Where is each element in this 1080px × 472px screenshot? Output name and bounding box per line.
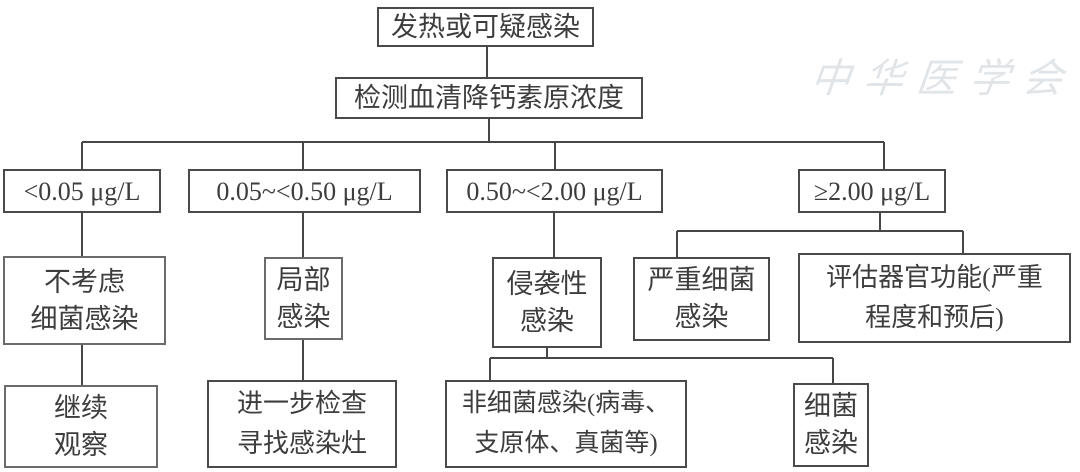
node-continue-observation: 继续 观察 [4, 385, 158, 468]
line-1: 严重细菌 [647, 265, 756, 295]
node-label: 检测血清降钙素原浓度 [354, 82, 624, 113]
node-bacterial-infection: 细菌 感染 [793, 383, 869, 467]
line-1: 进一步检查 [236, 389, 367, 418]
node-label: <0.05 μg/L [23, 176, 141, 206]
node-severe-bacterial-infection: 严重细菌 感染 [633, 257, 770, 341]
node-local-infection: 局部 感染 [264, 257, 343, 340]
line-1: 评估器官功能(严重 [826, 263, 1043, 292]
line-2: 感染 [520, 305, 574, 336]
line-1: 局部 [276, 264, 331, 295]
node-no-bacterial-infection: 不考虑 细菌感染 [3, 256, 166, 345]
node-label: ≥2.00 μg/L [813, 176, 931, 206]
line-1: 细菌 [804, 391, 858, 421]
node-label: 局部 感染 [277, 262, 331, 336]
node-invasive-infection: 侵袭性 感染 [492, 257, 602, 348]
line-2: 寻找感染灶 [236, 429, 367, 458]
node-fever-or-suspected-infection: 发热或可疑感染 [377, 7, 594, 47]
line-2: 支原体、真菌等) [474, 430, 658, 457]
line-2: 细菌感染 [30, 303, 139, 334]
node-label: 严重细菌 感染 [648, 262, 756, 336]
line-1: 不考虑 [44, 266, 125, 297]
line-2: 观察 [54, 429, 108, 460]
node-further-exam-find-focus: 进一步检查 寻找感染灶 [207, 380, 397, 468]
node-label: 0.05~<0.50 μg/L [216, 176, 393, 206]
line-1: 侵袭性 [506, 268, 588, 299]
node-label: 继续 观察 [54, 390, 108, 464]
line-2: 感染 [674, 302, 729, 332]
node-label: 评估器官功能(严重 程度和预后) [826, 258, 1043, 338]
node-label: 发热或可疑感染 [391, 11, 580, 42]
line-2: 程度和预后) [865, 303, 1004, 332]
node-range-0-50-to-2-00: 0.50~<2.00 μg/L [446, 169, 663, 213]
node-assess-organ-function: 评估器官功能(严重 程度和预后) [798, 253, 1071, 343]
line-1: 非细菌感染(病毒、 [461, 390, 671, 417]
node-label: 侵袭性 感染 [507, 266, 588, 340]
node-range-0-05-to-0-50: 0.05~<0.50 μg/L [188, 169, 421, 213]
node-range-above-2-00: ≥2.00 μg/L [798, 169, 946, 213]
node-pct-test: 检测血清降钙素原浓度 [335, 77, 643, 119]
node-label: 不考虑 细菌感染 [31, 264, 139, 338]
line-1: 继续 [54, 392, 108, 423]
line-2: 感染 [276, 301, 331, 332]
node-label: 0.50~<2.00 μg/L [466, 176, 643, 206]
node-non-bacterial-infection: 非细菌感染(病毒、 支原体、真菌等) [445, 380, 687, 468]
node-label: 非细菌感染(病毒、 支原体、真菌等) [462, 384, 670, 464]
node-label: 细菌 感染 [804, 388, 858, 462]
node-label: 进一步检查 寻找感染灶 [237, 384, 367, 464]
node-range-below-0-05: <0.05 μg/L [3, 169, 161, 213]
line-2: 感染 [804, 428, 858, 458]
